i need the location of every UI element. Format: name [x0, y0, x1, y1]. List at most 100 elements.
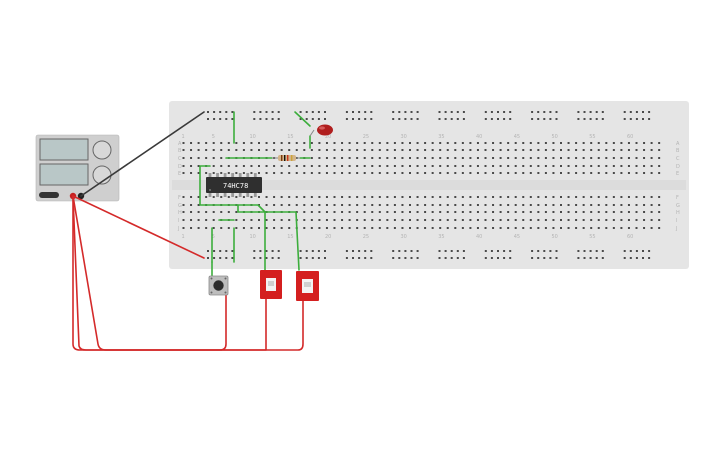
breadboard-hole[interactable] [635, 142, 638, 144]
breadboard-hole[interactable] [258, 165, 260, 167]
breadboard-hole[interactable] [325, 149, 328, 151]
breadboard-hole[interactable] [220, 157, 223, 159]
breadboard-hole[interactable] [507, 219, 510, 221]
breadboard-hole[interactable] [446, 172, 449, 174]
breadboard-hole[interactable] [582, 142, 585, 144]
breadboard-hole[interactable] [476, 142, 479, 144]
breadboard-hole[interactable] [544, 172, 547, 174]
breadboard-hole[interactable] [446, 157, 449, 159]
breadboard-hole[interactable] [537, 196, 540, 198]
power-rail-hole[interactable] [438, 250, 441, 252]
breadboard-hole[interactable] [650, 172, 653, 174]
breadboard-hole[interactable] [567, 157, 570, 159]
breadboard-hole[interactable] [325, 211, 328, 213]
breadboard-hole[interactable] [212, 196, 215, 198]
breadboard-hole[interactable] [575, 172, 578, 174]
power-rail-hole[interactable] [358, 118, 361, 120]
breadboard-hole[interactable] [552, 165, 555, 167]
breadboard-hole[interactable] [220, 165, 223, 167]
breadboard-hole[interactable] [514, 211, 517, 213]
breadboard-hole[interactable] [522, 227, 525, 229]
breadboard-hole[interactable] [552, 172, 555, 174]
breadboard-hole[interactable] [318, 211, 321, 213]
breadboard-hole[interactable] [454, 165, 457, 167]
breadboard-hole[interactable] [303, 211, 306, 213]
power-rail-hole[interactable] [549, 111, 552, 113]
breadboard-hole[interactable] [492, 157, 495, 159]
power-rail-hole[interactable] [555, 111, 558, 113]
breadboard-hole[interactable] [650, 211, 653, 213]
power-rail-hole[interactable] [537, 118, 540, 120]
power-rail-hole[interactable] [484, 111, 487, 113]
power-rail-hole[interactable] [648, 111, 651, 113]
breadboard-hole[interactable] [310, 157, 313, 159]
breadboard-hole[interactable] [590, 219, 593, 221]
breadboard-hole[interactable] [409, 157, 411, 159]
power-rail-hole[interactable] [207, 250, 209, 252]
power-rail-hole[interactable] [305, 250, 308, 252]
breadboard-hole[interactable] [560, 196, 562, 198]
power-rail-hole[interactable] [404, 257, 407, 259]
power-rail-hole[interactable] [352, 118, 354, 120]
breadboard-hole[interactable] [378, 142, 381, 144]
breadboard-hole[interactable] [212, 149, 215, 151]
breadboard-hole[interactable] [461, 157, 464, 159]
breadboard-hole[interactable] [507, 149, 510, 151]
breadboard-hole[interactable] [325, 165, 328, 167]
breadboard-hole[interactable] [627, 204, 630, 206]
power-rail-hole[interactable] [324, 250, 326, 252]
breadboard-hole[interactable] [416, 196, 419, 198]
breadboard-hole[interactable] [310, 149, 313, 151]
breadboard-hole[interactable] [190, 227, 193, 229]
breadboard-hole[interactable] [318, 149, 321, 151]
power-rail-hole[interactable] [444, 250, 447, 252]
breadboard-hole[interactable] [499, 157, 502, 159]
power-rail-hole[interactable] [509, 257, 512, 259]
breadboard-hole[interactable] [658, 211, 661, 213]
breadboard-hole[interactable] [280, 204, 283, 206]
breadboard-hole[interactable] [620, 211, 623, 213]
breadboard-hole[interactable] [303, 142, 306, 144]
breadboard-hole[interactable] [499, 219, 502, 221]
breadboard-hole[interactable] [552, 157, 555, 159]
breadboard-hole[interactable] [529, 211, 532, 213]
breadboard-hole[interactable] [590, 227, 593, 229]
breadboard-hole[interactable] [378, 211, 381, 213]
breadboard-hole[interactable] [182, 211, 185, 213]
breadboard-hole[interactable] [273, 196, 276, 198]
breadboard-hole[interactable] [627, 142, 630, 144]
breadboard-hole[interactable] [197, 142, 200, 144]
power-rail-hole[interactable] [648, 250, 651, 252]
power-rail-hole[interactable] [549, 118, 552, 120]
power-rail-hole[interactable] [259, 118, 262, 120]
breadboard-hole[interactable] [461, 211, 464, 213]
breadboard-hole[interactable] [227, 165, 230, 167]
breadboard-hole[interactable] [318, 172, 321, 174]
breadboard-hole[interactable] [333, 196, 336, 198]
breadboard-hole[interactable] [341, 196, 344, 198]
breadboard-hole[interactable] [612, 204, 615, 206]
power-rail-hole[interactable] [259, 111, 262, 113]
breadboard-hole[interactable] [310, 204, 313, 206]
breadboard-hole[interactable] [650, 204, 653, 206]
breadboard-hole[interactable] [333, 211, 336, 213]
breadboard-hole[interactable] [454, 227, 457, 229]
breadboard-hole[interactable] [325, 142, 328, 144]
breadboard-hole[interactable] [575, 157, 578, 159]
switch-knob[interactable] [304, 282, 311, 287]
breadboard-hole[interactable] [190, 219, 193, 221]
breadboard-hole[interactable] [295, 165, 298, 167]
breadboard-hole[interactable] [590, 165, 593, 167]
breadboard-hole[interactable] [544, 204, 547, 206]
breadboard-hole[interactable] [582, 165, 585, 167]
power-rail-hole[interactable] [370, 118, 373, 120]
power-rail-hole[interactable] [398, 250, 401, 252]
breadboard-hole[interactable] [424, 157, 427, 159]
power-rail-hole[interactable] [358, 111, 361, 113]
breadboard-hole[interactable] [499, 227, 502, 229]
power-rail-hole[interactable] [324, 118, 326, 120]
breadboard-hole[interactable] [295, 196, 298, 198]
power-rail-hole[interactable] [497, 257, 499, 259]
power-rail-hole[interactable] [642, 257, 644, 259]
breadboard-hole[interactable] [620, 219, 623, 221]
